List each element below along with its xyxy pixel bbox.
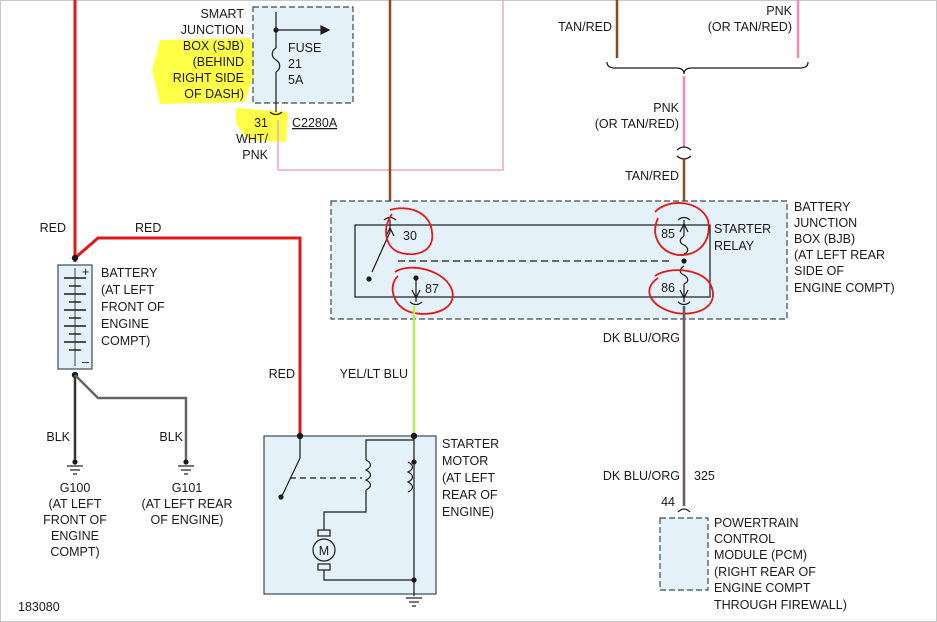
fuse-label-0: FUSE [288,41,321,55]
relay-feed-pnk-label: PNK [653,101,679,115]
battery-label-4: COMPT) [101,334,150,348]
dk-blu-org-lower-label: DK BLU/ORG [603,469,680,483]
bjb-title-0: BATTERY [794,200,851,214]
g101-label-0: G101 [172,481,203,495]
sjb-pin: 31 [254,116,268,130]
sjb-connector: C2280A [292,116,338,130]
bjb-box [330,200,788,320]
pcm-label-4: ENGINE COMPT [714,581,811,595]
battery-label-2: FRONT OF [101,300,165,314]
ground-symbol-g101 [178,465,194,475]
pin-87: 87 [425,282,439,296]
fuse-label-1: 21 [288,57,302,71]
sjb-node [273,27,279,33]
starter-label-1: MOTOR [442,454,488,468]
g100-label-3: ENGINE [51,529,99,543]
g100-label-4: COMPT) [50,545,99,559]
starter-coil-node [411,459,417,465]
red-starter-label: RED [269,367,295,381]
bjb-title-2: BOX (BJB) [794,232,855,246]
fuse-label-2: 5A [288,73,304,87]
battery-label-1: (AT LEFT [101,283,154,297]
pcm-box [659,517,709,591]
starter-label-4: ENGINE) [442,505,494,519]
pnk-top-label: PNK [766,4,792,18]
relay-87-node [413,275,419,281]
yel-lt-blu-label: YEL/LT BLU [340,367,408,381]
relay-switch-node [366,276,372,282]
sjb-title-0: SMART [200,7,244,21]
bjb-title-3: (AT LEFT REAR [794,248,885,262]
or-tan-red-top-label: (OR TAN/RED) [708,20,792,34]
starter-relay-label-0: STARTER [714,222,771,236]
bjb-title-4: SIDE OF [794,264,844,278]
starter-relay-box [354,224,711,298]
sjb-title-5: OF DASH) [184,87,244,101]
annotation-circles [385,202,714,315]
pin-85: 85 [661,227,675,241]
starter-s-node [410,432,418,440]
g100-node [72,459,78,465]
g100-label-1: (AT LEFT [48,497,101,511]
bjb-title-5: ENGINE COMPT) [794,281,895,295]
starter-switch-node [278,494,284,500]
pin-86: 86 [661,281,675,295]
g101-label-2: OF ENGINE) [151,513,224,527]
ground-symbol-g100 [67,465,83,475]
dk-blu-org-upper-label: DK BLU/ORG [603,331,680,345]
battery-cells [64,268,86,366]
pcm-pin: 44 [661,495,675,509]
pcm-connector [677,508,691,513]
circuit-number: 325 [694,469,715,483]
battery-minus: – [82,355,89,369]
sjb-fuse-symbol [271,12,331,100]
red-wire-to-starter [74,236,302,436]
g100-label-2: FRONT OF [43,513,107,527]
starter-motor-box [263,435,437,595]
relay-feed-or-label: (OR TAN/RED) [595,117,679,131]
starter-ground-node [411,577,417,583]
starter-label-0: STARTER [442,437,499,451]
sjb-title-2: BOX (SJB) [183,39,244,53]
starter-label-3: REAR OF [442,488,498,502]
blk-left-label: BLK [46,430,70,444]
pcm-label-2: MODULE (PCM) [714,548,807,562]
relay-coil-node [681,258,687,264]
sjb-title-1: JUNCTION [181,23,244,37]
pcm-label-3: (RIGHT REAR OF [714,565,816,579]
relay-feed-tan-red-label: TAN/RED [625,169,679,183]
sjb-connector-arc [269,111,283,116]
bjb-title-1: JUNCTION [794,216,857,230]
pcm-label-0: POWERTRAIN [714,516,799,530]
battery-red-right: RED [135,221,161,235]
sjb-title-4: RIGHT SIDE [173,71,244,85]
blk-right-label: BLK [159,430,183,444]
pcm-label-1: CONTROL [714,532,775,546]
starter-b-node [296,432,304,440]
starter-label-2: (AT LEFT [442,471,495,485]
sjb-title-3: (BEHIND [193,55,244,69]
motor-symbol-label: M [319,544,329,558]
sjb-wire-color-0: WHT/ [236,132,268,146]
battery-plus: + [82,265,89,279]
pcm-label-5: THROUGH FIREWALL) [714,598,847,612]
harness-brace [606,61,809,75]
sjb-wire-color-1: PNK [242,148,268,162]
sjb-box [252,6,354,104]
figure-id: 183080 [18,600,60,614]
battery-plus-node [71,254,79,262]
g101-node [183,459,189,465]
g100-label-0: G100 [60,481,91,495]
g101-label-1: (AT LEFT REAR [142,497,233,511]
starter-relay-label-1: RELAY [714,239,755,253]
starter-internals [281,436,422,607]
battery-label-3: ENGINE [101,317,149,331]
battery-label-0: BATTERY [101,266,158,280]
feed-connector [676,146,692,160]
battery-red-left: RED [40,221,66,235]
blk-wire-right [74,374,188,460]
pin-30: 30 [403,229,417,243]
tan-red-top-label: TAN/RED [558,20,612,34]
